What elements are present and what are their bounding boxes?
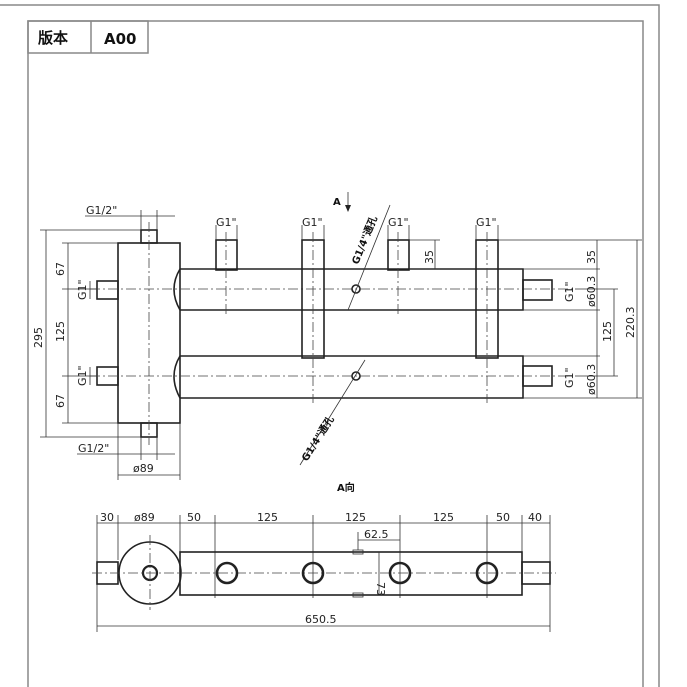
dim-right-stub: 35 [585,250,598,264]
dim-right-spacing: 125 [601,321,614,342]
left-port-label-1: G1" [76,279,89,300]
view-a-title: A向 [337,481,355,494]
dim-left-mid: 125 [54,321,67,342]
top-port-label-4: G1" [476,216,497,229]
view-a: A向 30 ø89 50 125 125 125 50 40 62 [92,481,556,632]
version-table: 版本 A00 [27,20,149,54]
dim-bracket-offset: 62.5 [364,528,389,541]
dim-right-total: 220.3 [624,307,637,339]
bottom-left-port-label: G1/2" [78,442,109,455]
dim-a-5: 125 [433,511,454,524]
version-label: 版本 [38,29,68,47]
version-value: A00 [104,30,136,48]
dim-a-1: ø89 [134,511,155,524]
view-a-bar [179,551,523,596]
vent-label-upper: G1/4"通孔 [349,214,380,266]
dim-bracket-height: 73 [374,582,387,596]
dim-stub-height: 35 [423,250,436,264]
dim-right-pipe-lower: ø60.3 [585,364,598,395]
vent-hole-upper [351,284,361,294]
dim-a-3: 125 [257,511,278,524]
vent-label-lower: G1/4"通孔 [299,413,337,463]
left-port-label-2: G1" [76,365,89,386]
right-port-label-2: G1" [563,367,576,388]
dim-a-0: 30 [100,511,114,524]
right-port-label-1: G1" [563,281,576,302]
dim-left-top: 67 [54,262,67,276]
inner-frame [27,20,644,687]
left-nipple-upper [96,280,119,300]
dim-a-2: 50 [187,511,201,524]
outer-frame [0,4,660,687]
dim-a-7: 40 [528,511,542,524]
main-view: A G1" G1" G1" [32,192,642,480]
view-a-port-3 [388,561,412,585]
top-port-label-3: G1" [388,216,409,229]
dim-overall-height: 295 [32,327,45,348]
vent-hole-lower [351,371,361,381]
top-port-3 [387,239,410,271]
view-a-port-4 [475,561,499,585]
top-port-label-2: G1" [302,216,323,229]
dim-body-diameter: ø89 [133,462,154,475]
view-a-port-1 [215,561,239,585]
dim-a-6: 50 [496,511,510,524]
top-port-1 [215,239,238,271]
dim-right-pipe-upper: ø60.3 [585,276,598,307]
top-left-port-label: G1/2" [86,204,117,217]
right-nipple-upper [522,279,553,301]
dim-overall-length: 650.5 [305,613,337,626]
view-a-port-2 [301,561,325,585]
dim-left-bottom: 67 [54,394,67,408]
bracket-slot-bottom [352,592,364,598]
top-port-label-1: G1" [216,216,237,229]
dim-a-4: 125 [345,511,366,524]
right-nipple-lower [522,365,553,387]
view-marker-a: A [333,197,341,208]
